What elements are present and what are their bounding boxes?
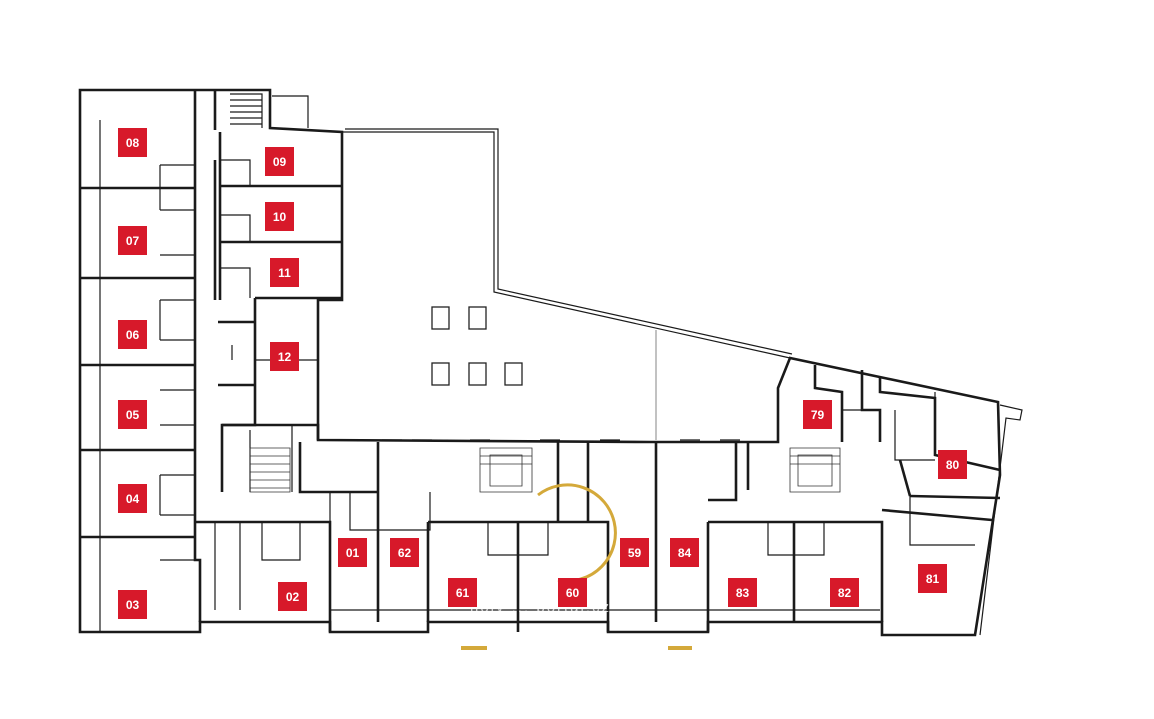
unit-tag-box: [118, 400, 147, 429]
unit-tag-box: [118, 590, 147, 619]
unit-tag-box: [118, 128, 147, 157]
unit-tag-box: [670, 538, 699, 567]
unit-tag-label: 60: [566, 586, 580, 600]
left-wing-walls: [80, 90, 263, 632]
unit-tag-label: 11: [278, 266, 291, 280]
unit-tag-label: 02: [286, 590, 300, 604]
courtyard-planters: [431, 306, 523, 386]
unit-tag-label: 03: [126, 598, 140, 612]
unit-tag-label: 07: [126, 234, 140, 248]
unit-tag-box: [728, 578, 757, 607]
facade-windows: [322, 150, 740, 441]
unit-tag-07[interactable]: 07: [118, 226, 147, 255]
unit-tag-label: 09: [273, 155, 287, 169]
unit-tag-box: [390, 538, 419, 567]
unit-tag-box: [270, 342, 299, 371]
unit-tag-label: 83: [736, 586, 750, 600]
unit-tag-box: [938, 450, 967, 479]
entrance-marker: [461, 646, 487, 650]
unit-tag-09[interactable]: 09: [265, 147, 294, 176]
unit-tag-box: [265, 147, 294, 176]
unit-tag-box: [918, 564, 947, 593]
unit-tag-06[interactable]: 06: [118, 320, 147, 349]
unit-tag-label: 79: [811, 408, 825, 422]
right-wing-walls: [813, 365, 1001, 497]
unit-tag-label: 61: [456, 586, 470, 600]
planter-square: [504, 362, 523, 386]
unit-tag-label: 01: [346, 546, 360, 560]
planter-square: [431, 306, 450, 330]
unit-tag-label: 10: [273, 210, 287, 224]
unit-tag-82[interactable]: 82: [830, 578, 859, 607]
unit-tag-01[interactable]: 01: [338, 538, 367, 567]
unit-tag-box: [270, 258, 299, 287]
unit-tag-60[interactable]: 60: [558, 578, 587, 607]
unit-tag-box: [803, 400, 832, 429]
unit-tag-box: [278, 582, 307, 611]
unit-tag-59[interactable]: 59: [620, 538, 649, 567]
unit-tag-84[interactable]: 84: [670, 538, 699, 567]
unit-tag-label: 08: [126, 136, 140, 150]
stairs: [249, 447, 841, 493]
unit-tag-79[interactable]: 79: [803, 400, 832, 429]
unit-tag-box: [118, 484, 147, 513]
unit-tag-08[interactable]: 08: [118, 128, 147, 157]
planter-square: [468, 306, 487, 330]
unit-tag-box: [620, 538, 649, 567]
unit-tag-81[interactable]: 81: [918, 564, 947, 593]
bottom-row-walls: [195, 442, 1001, 632]
planter-square: [468, 362, 487, 386]
unit-tag-04[interactable]: 04: [118, 484, 147, 513]
unit-tag-05[interactable]: 05: [118, 400, 147, 429]
watermark-text: holy ... portal.cz: [470, 599, 611, 616]
unit-tag-label: 59: [628, 546, 642, 560]
unit-tag-box: [118, 226, 147, 255]
unit-tag-label: 84: [678, 546, 692, 560]
unit-tag-02[interactable]: 02: [278, 582, 307, 611]
planter-square: [431, 362, 450, 386]
unit-tag-label: 82: [838, 586, 852, 600]
unit-tag-61[interactable]: 61: [448, 578, 477, 607]
unit-tag-box: [265, 202, 294, 231]
unit-tag-11[interactable]: 11: [270, 258, 299, 287]
unit-tag-83[interactable]: 83: [728, 578, 757, 607]
unit-tag-label: 80: [946, 458, 960, 472]
unit-tag-box: [338, 538, 367, 567]
entrance-marker: [668, 646, 692, 650]
unit-tag-label: 05: [126, 408, 140, 422]
unit-tag-label: 12: [278, 350, 292, 364]
unit-tag-label: 62: [398, 546, 412, 560]
inner-column-walls: [218, 132, 342, 492]
unit-tags: 08 07 06 05 04 03 09 10 11 12 02 01 62 61 60 59 84 83 82 81…: [118, 128, 967, 619]
unit-tag-label: 06: [126, 328, 140, 342]
unit-tag-03[interactable]: 03: [118, 590, 147, 619]
unit-tag-10[interactable]: 10: [265, 202, 294, 231]
unit-tag-12[interactable]: 12: [270, 342, 299, 371]
unit-tag-box: [558, 578, 587, 607]
unit-tag-box: [118, 320, 147, 349]
unit-tag-62[interactable]: 62: [390, 538, 419, 567]
circle-logo-mark: [461, 483, 692, 650]
unit-tag-box: [830, 578, 859, 607]
unit-tag-label: 81: [926, 572, 940, 586]
unit-tag-box: [448, 578, 477, 607]
unit-tag-80[interactable]: 80: [938, 450, 967, 479]
unit-tag-label: 04: [126, 492, 140, 506]
